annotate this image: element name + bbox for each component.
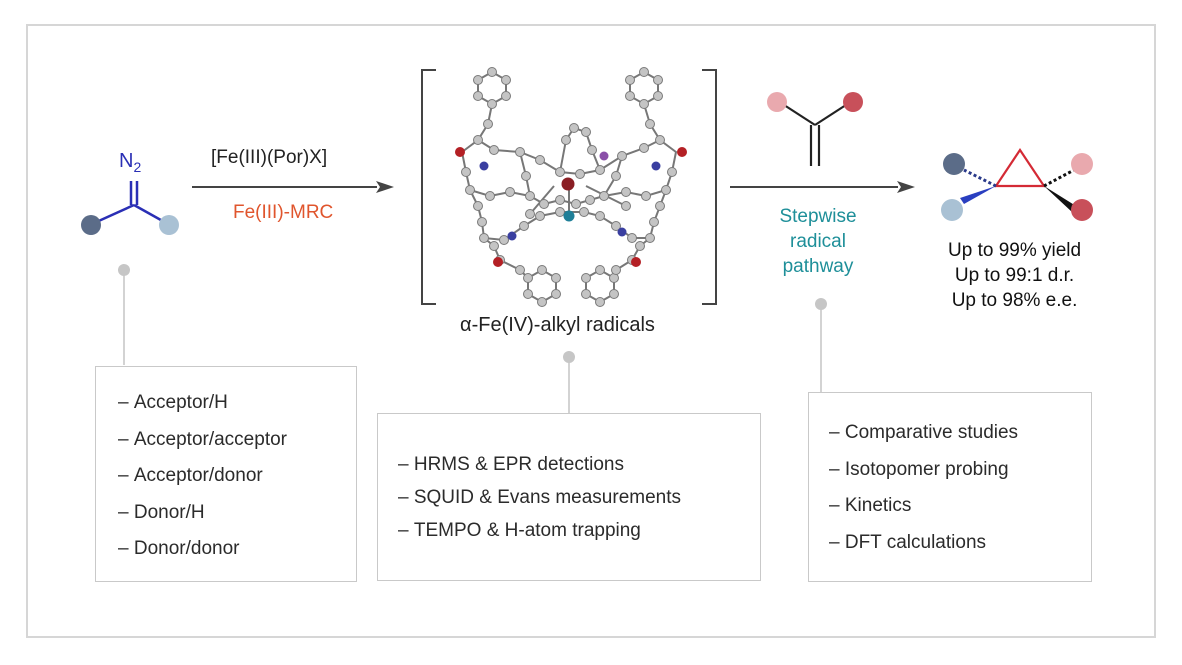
catalyst-label: [Fe(III)(Por)X] (211, 147, 328, 168)
halide-atom (563, 210, 575, 222)
connector-dots (118, 264, 827, 363)
list-item: Acceptor/H (118, 385, 356, 422)
result-ee: Up to 98% e.e. (951, 290, 1078, 311)
oxygen-atom (631, 257, 641, 267)
cyclopropane-product (941, 148, 1093, 221)
right-bracket (702, 69, 717, 305)
list-item: Acceptor/acceptor (118, 422, 356, 459)
results-block: Up to 99% yield Up to 99:1 d.r. Up to 98… (948, 238, 1081, 313)
hashed-bond (963, 168, 997, 188)
intermediate-label: α-Fe(IV)-alkyl radicals (460, 314, 655, 336)
alkene-substituent-light-red (767, 92, 787, 112)
connector-dot-diazo (118, 264, 130, 276)
mechanism-studies-box: Comparative studies Isotopomer probing K… (808, 392, 1092, 582)
nitrogen-atom (507, 231, 517, 241)
diazo-substituent-dark (81, 215, 101, 235)
product-substituent-light-blue (941, 199, 963, 221)
oxygen-atom (493, 257, 503, 267)
connector-dot-pathway (815, 298, 827, 310)
list-item: Acceptor/donor (118, 458, 356, 495)
oxygen-atom (455, 147, 465, 157)
reaction-arrow-2 (730, 181, 915, 193)
alkene-molecule (767, 92, 863, 166)
wedge-bond-black (1044, 186, 1076, 212)
figure-frame (26, 24, 1156, 638)
result-dr: Up to 99:1 d.r. (954, 265, 1075, 286)
radical-evidence-box: HRMS & EPR detections SQUID & Evans meas… (377, 413, 761, 581)
diazo-scope-box: Acceptor/H Acceptor/acceptor Acceptor/do… (95, 366, 357, 582)
pathway-line-2: radical (790, 231, 846, 252)
nitrogen-atom (651, 161, 661, 171)
catalysis-label: Fe(III)-MRC (233, 202, 334, 223)
left-bracket (421, 69, 436, 305)
heteroatoms (455, 147, 687, 267)
hashed-bond-right (1043, 168, 1075, 188)
list-item: Donor/donor (118, 531, 356, 568)
list-item: Kinetics (829, 488, 1091, 525)
diazo-compound (81, 181, 179, 235)
product-substituent-light-red (1071, 153, 1093, 175)
crystal-structure-image (455, 67, 687, 307)
diazo-substituent-light (159, 215, 179, 235)
product-substituent-dark-blue (943, 153, 965, 175)
iodide-atom (599, 151, 609, 161)
connector-dot-radical (563, 351, 575, 363)
list-item: Donor/H (118, 495, 356, 532)
reaction-arrow-1 (192, 181, 394, 193)
wedge-bond-blue (960, 186, 996, 204)
list-item: Isotopomer probing (829, 452, 1091, 489)
oxygen-atom (677, 147, 687, 157)
list-item: TEMPO & H-atom trapping (398, 514, 760, 547)
structure-atoms (461, 67, 677, 307)
nitrogen-atom (617, 227, 627, 237)
diazo-n2-label: N2 (119, 150, 142, 175)
list-item: HRMS & EPR detections (398, 448, 760, 481)
list-item: SQUID & Evans measurements (398, 481, 760, 514)
alkene-substituent-dark-red (843, 92, 863, 112)
list-item: DFT calculations (829, 525, 1091, 562)
connectors (123, 272, 822, 413)
product-substituent-dark-red (1071, 199, 1093, 221)
pathway-line-3: pathway (782, 256, 854, 277)
pathway-line-1: Stepwise (779, 206, 857, 227)
result-yield: Up to 99% yield (948, 240, 1082, 261)
nitrogen-atom (479, 161, 489, 171)
iron-atom (561, 177, 575, 191)
list-item: Comparative studies (829, 415, 1091, 452)
